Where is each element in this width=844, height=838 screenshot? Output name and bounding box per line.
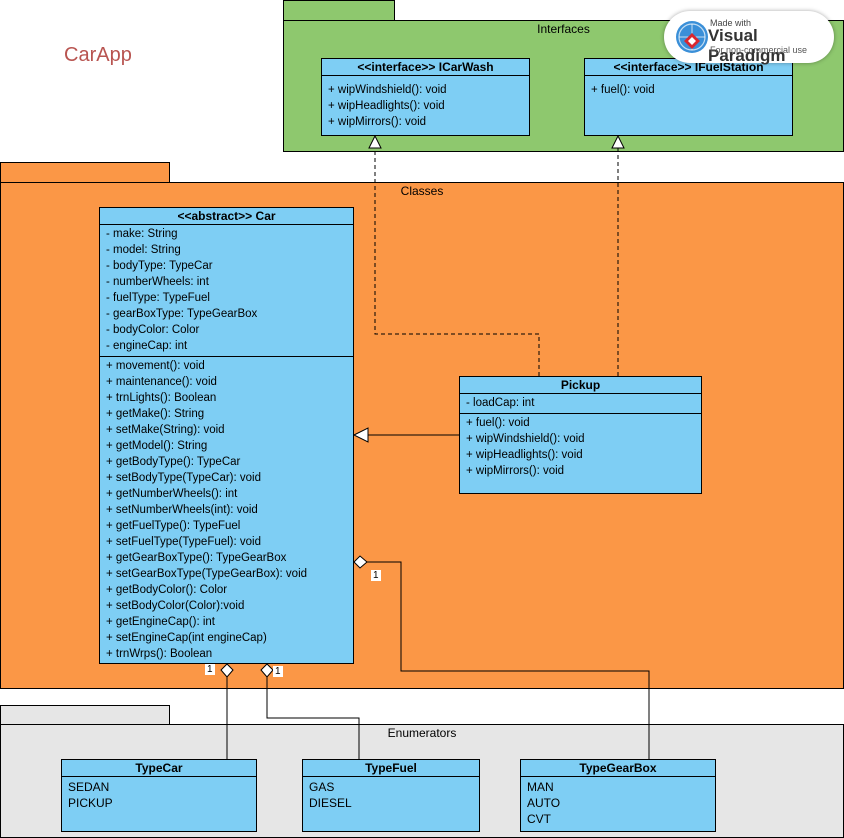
attribute-row: - numberWheels: int xyxy=(106,276,209,288)
enum-value: PICKUP xyxy=(68,796,113,810)
attribute-row: - bodyType: TypeCar xyxy=(106,260,213,272)
interface-icarwash-title: <<interface>> ICarWash xyxy=(322,59,529,76)
diagram-title: CarApp xyxy=(64,44,132,66)
class-pickup-title: Pickup xyxy=(460,377,701,394)
method-row: + wipWindshield(): void xyxy=(466,433,585,445)
multiplicity-gearbox: 1 xyxy=(371,570,381,581)
visual-paradigm-logo-icon xyxy=(676,21,708,53)
attribute-row: - gearBoxType: TypeGearBox xyxy=(106,308,258,320)
enum-typegearbox[interactable]: TypeGearBox MAN AUTO CVT xyxy=(520,759,716,832)
enum-typecar-title: TypeCar xyxy=(62,760,256,777)
method-row: + fuel(): void xyxy=(466,417,530,429)
enum-value: AUTO xyxy=(527,796,561,810)
enumerators-package-label: Enumerators xyxy=(387,726,457,740)
attribute-row: - make: String xyxy=(106,228,178,240)
realization-ifuelstation-arrowhead xyxy=(611,134,625,149)
interface-icarwash[interactable]: <<interface>> ICarWash + wipWindshield()… xyxy=(321,58,530,136)
method-row: + wipMirrors(): void xyxy=(466,465,565,477)
pickup-attributes: - loadCap: int xyxy=(460,394,701,413)
enum-value: SEDAN xyxy=(68,780,110,794)
method-row: + fuel(): void xyxy=(591,84,655,96)
aggregation-gearbox-line xyxy=(367,561,650,759)
method-row: + wipWindshield(): void xyxy=(328,84,447,96)
enum-value: DIESEL xyxy=(309,796,352,810)
aggregation-typefuel-diamond xyxy=(260,663,274,678)
car-attributes: - make: String - model: String - bodyTyp… xyxy=(100,225,353,356)
visual-paradigm-badge: Made with Visual Paradigm For non-commer… xyxy=(664,11,834,65)
method-row: + getGearBoxType(): TypeGearBox xyxy=(106,552,287,564)
method-row: + getNumberWheels(): int xyxy=(106,488,238,500)
attribute-row: - loadCap: int xyxy=(466,397,535,409)
method-row: + setEngineCap(int engineCap) xyxy=(106,632,267,644)
class-pickup[interactable]: Pickup - loadCap: int + fuel(): void + w… xyxy=(459,376,702,494)
method-row: + getBodyColor(): Color xyxy=(106,584,228,596)
multiplicity-typecar: 1 xyxy=(205,664,215,675)
method-row: + getBodyType(): TypeCar xyxy=(106,456,241,468)
method-row: + setNumberWheels(int): void xyxy=(106,504,258,516)
aggregation-gearbox-diamond xyxy=(353,555,368,569)
enum-typefuel[interactable]: TypeFuel GAS DIESEL xyxy=(302,759,480,832)
method-row: + getFuelType(): TypeFuel xyxy=(106,520,241,532)
enum-typefuel-title: TypeFuel xyxy=(303,760,479,777)
realization-icarwash-line xyxy=(374,148,540,376)
class-car[interactable]: <<abstract>> Car - make: String - model:… xyxy=(99,207,354,664)
attribute-row: - model: String xyxy=(106,244,181,256)
method-row: + wipHeadlights(): void xyxy=(466,449,583,461)
aggregation-typefuel-line xyxy=(266,677,360,759)
enum-typegearbox-title: TypeGearBox xyxy=(521,760,715,777)
attribute-row: - bodyColor: Color xyxy=(106,324,200,336)
attribute-row: - fuelType: TypeFuel xyxy=(106,292,210,304)
interface-ifuelstation[interactable]: <<interface>> IFuelStation + fuel(): voi… xyxy=(584,58,793,136)
method-row: + maintenance(): void xyxy=(106,376,217,388)
realization-icarwash-arrowhead xyxy=(368,134,382,149)
interfaces-package-label: Interfaces xyxy=(537,22,590,36)
method-row: + setGearBoxType(TypeGearBox): void xyxy=(106,568,308,580)
method-row: + trnWrps(): Boolean xyxy=(106,648,213,660)
aggregation-typecar-diamond xyxy=(220,663,234,678)
method-row: + wipMirrors(): void xyxy=(328,116,427,128)
method-row: + setFuelType(TypeFuel): void xyxy=(106,536,262,548)
interface-ifuelstation-title: <<interface>> IFuelStation xyxy=(585,59,792,76)
enum-value: CVT xyxy=(527,812,551,826)
watermark-small-text: Made with xyxy=(710,18,752,28)
enum-typecar[interactable]: TypeCar SEDAN PICKUP xyxy=(61,759,257,832)
watermark-brand-text: Visual Paradigm xyxy=(708,26,786,65)
pickup-methods: + fuel(): void + wipWindshield(): void +… xyxy=(460,413,701,481)
method-row: + movement(): void xyxy=(106,360,205,372)
classes-package-label: Classes xyxy=(400,184,444,198)
method-row: + getEngineCap(): int xyxy=(106,616,215,628)
method-row: + trnLights(): Boolean xyxy=(106,392,217,404)
attribute-row: - engineCap: int xyxy=(106,340,188,352)
generalization-arrowhead xyxy=(352,427,369,443)
enum-value: GAS xyxy=(309,780,335,794)
method-row: + getMake(): String xyxy=(106,408,205,420)
enum-value: MAN xyxy=(527,780,554,794)
method-row: + setBodyType(TypeCar): void xyxy=(106,472,262,484)
watermark-note-text: For non-commercial use xyxy=(710,45,808,55)
method-row: + getModel(): String xyxy=(106,440,208,452)
method-row: + setBodyColor(Color):void xyxy=(106,600,245,612)
method-row: + setMake(String): void xyxy=(106,424,225,436)
car-methods: + movement(): void + maintenance(): void… xyxy=(100,356,353,664)
method-row: + wipHeadlights(): void xyxy=(328,100,445,112)
class-car-title: <<abstract>> Car xyxy=(100,208,353,225)
multiplicity-typefuel: 1 xyxy=(273,666,283,677)
